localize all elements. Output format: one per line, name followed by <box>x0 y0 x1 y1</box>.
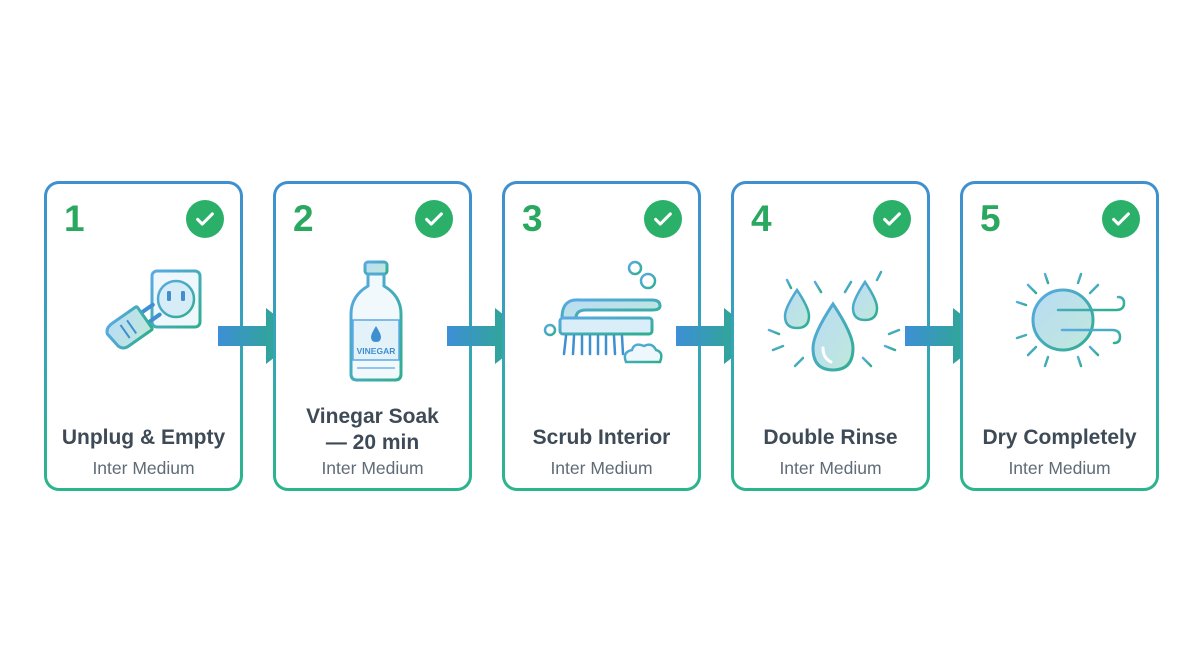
step-subtitle: Inter Medium <box>92 457 195 478</box>
check-badge-icon <box>873 200 911 238</box>
step-card-5: 5 Dry Completely Inter Mediu <box>960 181 1159 491</box>
step-number: 5 <box>980 198 1001 239</box>
vinegar-bottle-icon: VINEGAR <box>349 260 403 382</box>
check-badge-icon <box>1102 200 1140 238</box>
step-text: Double Rinse Inter Medium <box>742 425 919 479</box>
step-number: 2 <box>293 198 314 239</box>
step-title-line-2: — 20 min <box>325 430 420 454</box>
step-card-1: 1 Unplug & Empty Inter Medium <box>44 181 243 491</box>
step-title: Dry Completely <box>982 426 1137 449</box>
step-card-4: 4 Double Rinse Inter Medium <box>731 181 930 491</box>
step-subtitle: Inter Medium <box>779 457 882 478</box>
scrub-brush-icon <box>543 260 663 364</box>
step-text: Vinegar Soak — 20 min Inter Medium <box>284 404 461 480</box>
check-badge-icon <box>644 200 682 238</box>
step-subtitle: Inter Medium <box>1008 457 1111 478</box>
step-subtitle: Inter Medium <box>321 458 424 479</box>
step-title: Unplug & Empty <box>61 426 226 449</box>
plug-socket-icon <box>85 269 202 360</box>
step-number: 4 <box>751 198 772 239</box>
step-title-line-1: Vinegar Soak <box>306 405 439 428</box>
step-number: 1 <box>64 198 85 239</box>
step-card-3: 3 Scrub Interior Inter Medium <box>502 181 701 491</box>
step-title: Scrub Interior <box>532 426 671 449</box>
sun-wind-icon <box>1011 268 1128 372</box>
step-text: Dry Completely Inter Medium <box>971 425 1148 479</box>
step-text: Scrub Interior Inter Medium <box>513 425 690 479</box>
step-subtitle: Inter Medium <box>550 457 653 478</box>
step-number: 3 <box>522 198 543 239</box>
step-card-2: 2 VINEGAR Vinegar Soak — 20 min Inter Me… <box>273 181 472 491</box>
step-text: Unplug & Empty Inter Medium <box>55 425 232 479</box>
check-badge-icon <box>186 200 224 238</box>
check-badge-icon <box>415 200 453 238</box>
water-drops-icon <box>767 270 901 372</box>
bottle-label: VINEGAR <box>357 346 396 356</box>
step-title: Double Rinse <box>763 426 898 449</box>
